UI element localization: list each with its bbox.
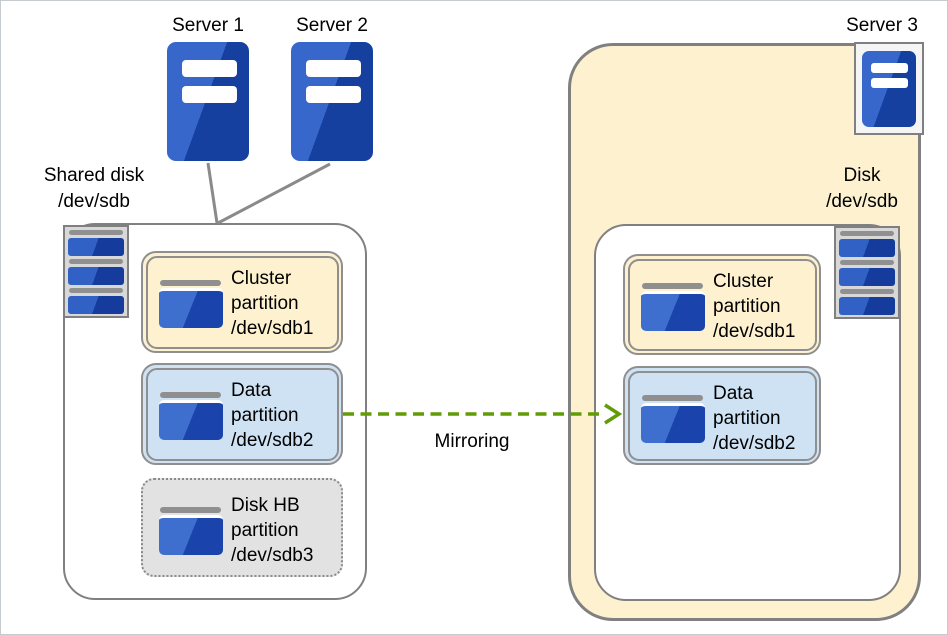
- disk-divider-bar: [840, 231, 894, 236]
- drive-top-bar: [160, 392, 221, 398]
- partition-drive-icon: [159, 392, 223, 440]
- data-partition-right: Data partition /dev/sdb2: [623, 366, 821, 465]
- partition-drive-icon: [159, 280, 223, 328]
- server-slot-bar: [306, 60, 361, 77]
- disk-platter-bar: [839, 297, 895, 315]
- shared-disk-label-line2: /dev/sdb: [58, 191, 130, 212]
- right-disk-label-line2: /dev/sdb: [826, 191, 898, 212]
- drive-top-bar: [642, 283, 703, 289]
- server3-icon-frame: [854, 42, 924, 135]
- shared-disk-label: Shared disk /dev/sdb: [17, 163, 171, 215]
- server1-label: Server 1: [172, 15, 244, 36]
- server1-icon: [167, 42, 249, 161]
- partition-inner-border: [627, 370, 817, 461]
- drive-body: [159, 515, 223, 555]
- disk-divider-bar: [840, 289, 894, 294]
- drive-body: [159, 400, 223, 440]
- mirror-disk-icon: [834, 226, 900, 319]
- server-slot-bar: [182, 86, 237, 103]
- drive-body: [159, 288, 223, 328]
- disk-platter-bar: [68, 238, 124, 256]
- right-disk-label-line1: Disk: [843, 165, 881, 186]
- data-partition-left-label: Data partition /dev/sdb2: [231, 380, 314, 451]
- server-slot-bar: [182, 60, 237, 77]
- disk-platter-bar: [839, 239, 895, 257]
- disk-divider-bar: [69, 230, 123, 235]
- partition-inner-border: [145, 255, 339, 349]
- disk-hb-partition-label: Disk HB partition /dev/sdb3: [231, 495, 314, 566]
- partition-drive-icon: [641, 395, 705, 443]
- server-slot-bar: [871, 63, 908, 73]
- disk-divider-bar: [840, 260, 894, 265]
- disk-hb-partition-left: Disk HB partition /dev/sdb3: [141, 478, 343, 577]
- shared-disk-icon: [63, 225, 129, 318]
- disk-platter-bar: [68, 296, 124, 314]
- mirroring-label: Mirroring: [434, 431, 510, 452]
- shared-disk-label-line1: Shared disk: [43, 165, 145, 186]
- server3-icon: [862, 51, 916, 127]
- drive-body: [641, 403, 705, 443]
- server1-connector-line: [206, 162, 219, 224]
- server2-label: Server 2: [296, 15, 368, 36]
- partition-drive-icon: [159, 507, 223, 555]
- server-slot-bar: [306, 86, 361, 103]
- disk-divider-bar: [69, 288, 123, 293]
- server3-label: Server 3: [846, 15, 918, 36]
- drive-top-bar: [642, 395, 703, 401]
- cluster-partition-right: Cluster partition /dev/sdb1: [623, 254, 821, 355]
- disk-platter-bar: [839, 268, 895, 286]
- data-partition-left: Data partition /dev/sdb2: [141, 363, 343, 465]
- data-partition-right-label: Data partition /dev/sdb2: [713, 383, 796, 454]
- drive-top-bar: [160, 280, 221, 286]
- server-slot-bar: [871, 78, 908, 88]
- drive-top-bar: [160, 507, 221, 513]
- cluster-partition-left: Cluster partition /dev/sdb1: [141, 251, 343, 353]
- server2-connector-line: [217, 162, 331, 225]
- partition-drive-icon: [641, 283, 705, 331]
- server2-icon: [291, 42, 373, 161]
- partition-inner-border: [627, 258, 817, 351]
- cluster-partition-left-label: Cluster partition /dev/sdb1: [231, 268, 314, 339]
- disk-divider-bar: [69, 259, 123, 264]
- drive-body: [641, 291, 705, 331]
- right-disk-label: Disk /dev/sdb: [814, 163, 910, 215]
- partition-inner-border: [145, 367, 339, 461]
- cluster-partition-right-label: Cluster partition /dev/sdb1: [713, 271, 796, 342]
- disk-platter-bar: [68, 267, 124, 285]
